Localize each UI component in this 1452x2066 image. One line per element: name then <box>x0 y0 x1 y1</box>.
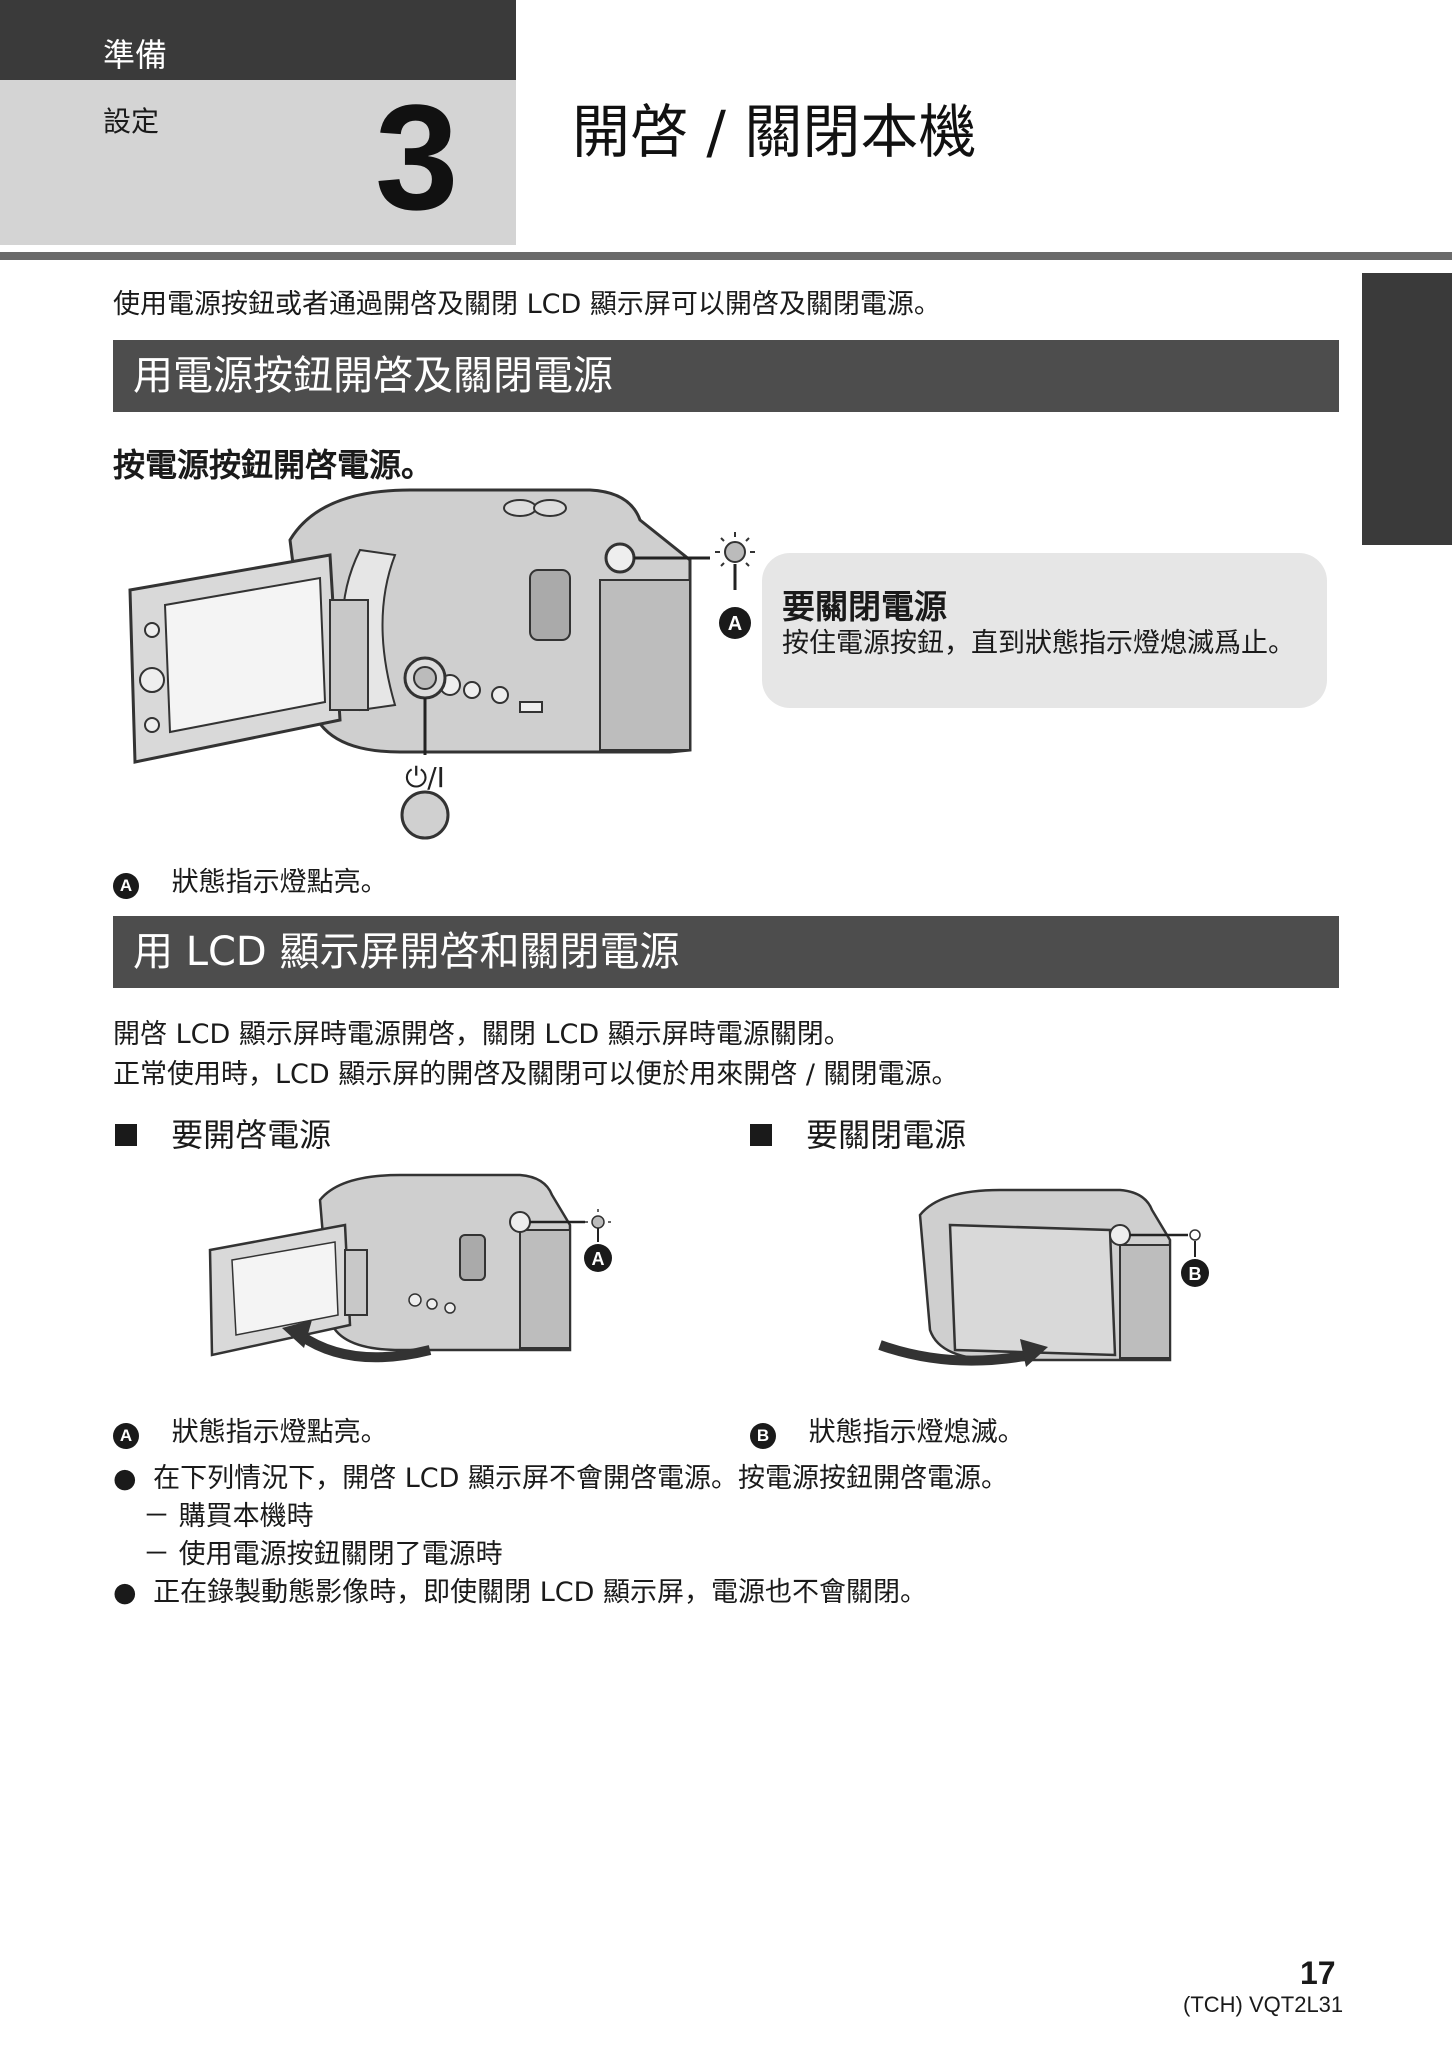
square-bullet-icon <box>750 1124 772 1146</box>
section2-line1: 開啓 LCD 顯示屏時電源開啓，關閉 LCD 顯示屏時電源關閉。 <box>113 1019 851 1050</box>
note-b-section2: B 狀態指示燈熄滅。 <box>750 1410 1025 1449</box>
section-label: 準備 <box>103 36 168 74</box>
note-a-section2: A 狀態指示燈點亮。 <box>113 1410 388 1449</box>
square-bullet-icon <box>115 1124 137 1146</box>
subsection-label: 設定 <box>103 105 160 138</box>
subsection-header-band <box>0 80 516 245</box>
marker-a-icon: A <box>113 1423 139 1449</box>
marker-a: A <box>592 1249 605 1269</box>
note-a-text: 狀態指示燈點亮。 <box>171 867 388 898</box>
bullet-1-dash-2: － 使用電源按鈕關閉了電源時 <box>143 1539 503 1570</box>
note-a: A 狀態指示燈點亮。 <box>113 860 388 899</box>
marker-a: A <box>728 613 742 635</box>
section2-heading: 用 LCD 顯示屏開啓和關閉電源 <box>113 916 1339 988</box>
callout-title: 要關閉電源 <box>782 587 947 626</box>
camera-lcd-closed-illustration: B <box>878 1188 1209 1367</box>
subheading-power-off: 要關閉電源 <box>750 1110 966 1156</box>
page-title: 開啓 / 關閉本機 <box>572 98 977 166</box>
section1-step: 按電源按鈕開啓電源。 <box>113 446 434 484</box>
document-code: (TCH) VQT2L31 <box>1183 1992 1344 2017</box>
bullet-dot-icon: ● <box>113 1577 137 1608</box>
section2-line2: 正常使用時，LCD 顯示屏的開啓及關閉可以便於用來開啓 / 關閉電源。 <box>113 1059 959 1090</box>
section1-heading: 用電源按鈕開啓及關閉電源 <box>113 340 1339 412</box>
bullet-dot-icon: ● <box>113 1463 137 1494</box>
page-number: 17 <box>1300 1955 1336 1991</box>
marker-b-icon: B <box>750 1423 776 1449</box>
power-off-callout <box>762 553 1327 708</box>
side-chapter-tab <box>1362 273 1452 545</box>
step-number: 3 <box>375 73 459 241</box>
section-header-band <box>0 0 516 80</box>
bullet-1-dash-1: － 購買本機時 <box>143 1501 314 1532</box>
camera-open-illustration: A ⏻/I <box>128 488 755 840</box>
intro-text: 使用電源按鈕或者通過開啓及關閉 LCD 顯示屏可以開啓及關閉電源。 <box>113 289 941 320</box>
marker-a-icon: A <box>113 873 139 899</box>
marker-b: B <box>1189 1264 1202 1284</box>
bullet-1: ● 在下列情況下，開啓 LCD 顯示屏不會開啓電源。按電源按鈕開啓電源。 <box>113 1463 1009 1494</box>
header-rule <box>0 252 1452 260</box>
power-symbol-label: ⏻/I <box>405 761 445 794</box>
callout-body: 按住電源按鈕，直到狀態指示燈熄滅爲止。 <box>782 628 1295 659</box>
bullet-2: ● 正在錄製動態影像時，即使關閉 LCD 顯示屏，電源也不會關閉。 <box>113 1577 928 1608</box>
subheading-power-on: 要開啓電源 <box>115 1110 331 1156</box>
camera-lcd-open-illustration: A <box>208 1173 612 1363</box>
